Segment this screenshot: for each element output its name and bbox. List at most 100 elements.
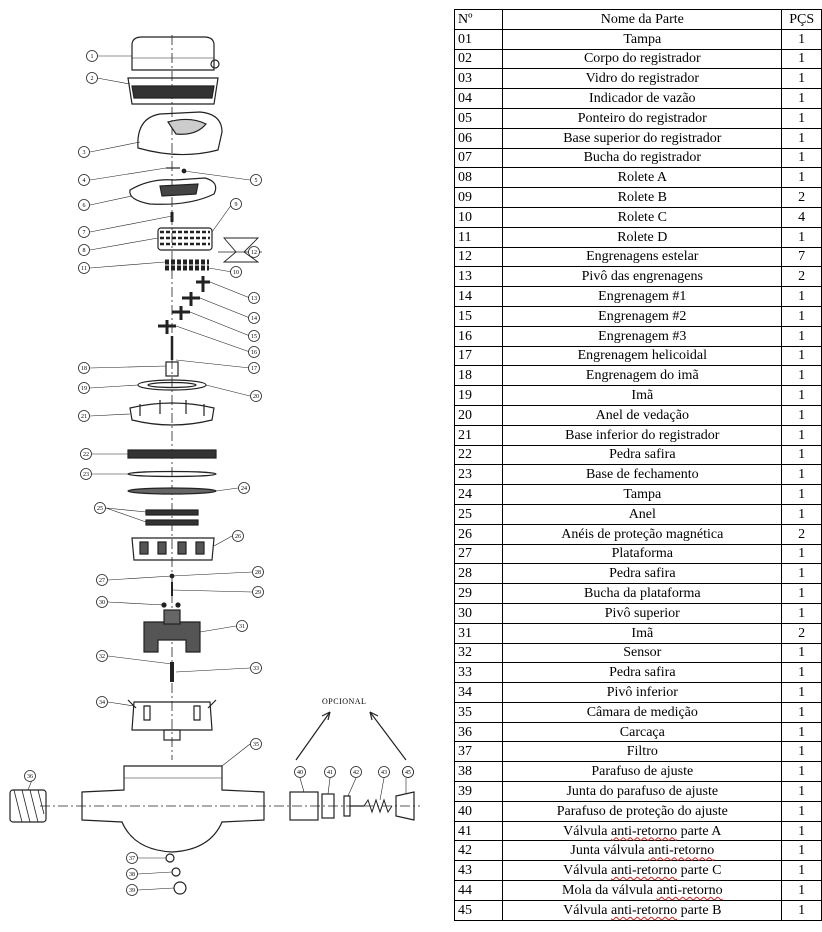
cell-number: 32 [453,642,504,664]
cell-number: 03 [453,68,504,90]
cell-number: 37 [453,741,504,763]
callout-number: 4 [83,178,86,184]
cell-qty: 1 [781,48,822,70]
cell-qty: 2 [781,266,822,288]
cell-number: 20 [453,404,504,426]
callout-number: 10 [233,270,239,276]
callout-circle [78,244,90,256]
cell-name: Anéis de proteção magnética [502,523,783,545]
cell-name: Imã [502,622,783,644]
cell-number: 31 [453,622,504,644]
cell-qty: 1 [781,662,822,684]
callout-number: 12 [251,250,257,256]
cell-name: Válvula anti-retorno parte C [502,860,783,882]
cell-name: Indicador de vazão [502,88,783,109]
cell-qty: 1 [781,365,822,387]
callout-circle [294,766,306,778]
callout-number: 27 [99,578,105,584]
callout-circle [86,50,98,62]
cell-qty: 1 [781,28,822,50]
cell-number: 01 [453,28,504,50]
cell-name: Parafuso de proteção do ajuste [502,800,783,822]
callout-circle [378,766,390,778]
cell-name: Tampa [502,484,783,505]
callout-number: 38 [129,872,135,878]
cell-name: Rolete D [502,226,783,248]
cell-qty: 2 [781,622,822,644]
cell-number: 02 [453,48,504,70]
cell-qty: 1 [781,167,822,189]
callout-number: 42 [353,770,359,776]
cell-qty: 1 [781,543,822,565]
callout-number: 13 [251,296,257,302]
callout-circle [24,770,36,782]
part-magnetic-rings [145,509,199,526]
cell-name: Válvula anti-retorno parte B [502,899,783,921]
callout-number: 26 [235,534,241,540]
cell-qty: 1 [781,899,822,921]
cell-name: Câmara de medição [502,701,783,723]
callout-circle [350,766,362,778]
callout-number: 9 [235,202,238,208]
callout-number: 24 [241,486,247,492]
callout-number: 20 [253,394,259,400]
cell-number: 34 [453,682,504,703]
cell-name: Ponteiro do registrador [502,107,783,129]
cell-number: 06 [453,127,504,149]
cell-name: Plataforma [502,543,783,565]
cell-qty: 1 [781,800,822,822]
callout-circle [248,330,260,342]
callout-circle [86,72,98,84]
cell-name: Junta do parafuso de ajuste [502,781,783,802]
cell-qty: 1 [781,68,822,90]
callout-number: 23 [83,472,89,478]
part-cover [131,36,220,71]
cell-number: 44 [453,880,504,901]
callout-circle [78,174,90,186]
callout-circle [126,884,138,896]
callout-circle [402,766,414,778]
cell-number: 43 [453,860,504,882]
cell-qty: 1 [781,563,822,585]
cell-name: Pedra safira [502,444,783,466]
cell-name: Mola da válvula anti-retorno [502,880,783,901]
cell-name: Carcaça [502,721,783,743]
cell-name: Bucha da plataforma [502,583,783,604]
callout-number: 29 [255,590,261,596]
callout-number: 40 [297,770,303,776]
cell-number: 15 [453,305,504,327]
cell-number: 16 [453,325,504,347]
cell-name: Bucha do registrador [502,147,783,169]
callout-number: 41 [327,770,333,776]
cell-number: 08 [453,167,504,189]
part-star-gears [165,259,209,271]
callout-circle [96,574,108,586]
callout-circle [232,530,244,542]
callout-circle [126,852,138,864]
cell-number: 23 [453,464,504,486]
callout-number: 17 [251,366,257,372]
part-cap-ring [127,487,217,495]
cell-number: 26 [453,523,504,545]
part-lower-base [129,400,215,426]
cell-number: 04 [453,88,504,109]
cell-number: 05 [453,107,504,129]
cell-qty: 2 [781,523,822,545]
cell-number: 29 [453,583,504,604]
cell-number: 07 [453,147,504,169]
